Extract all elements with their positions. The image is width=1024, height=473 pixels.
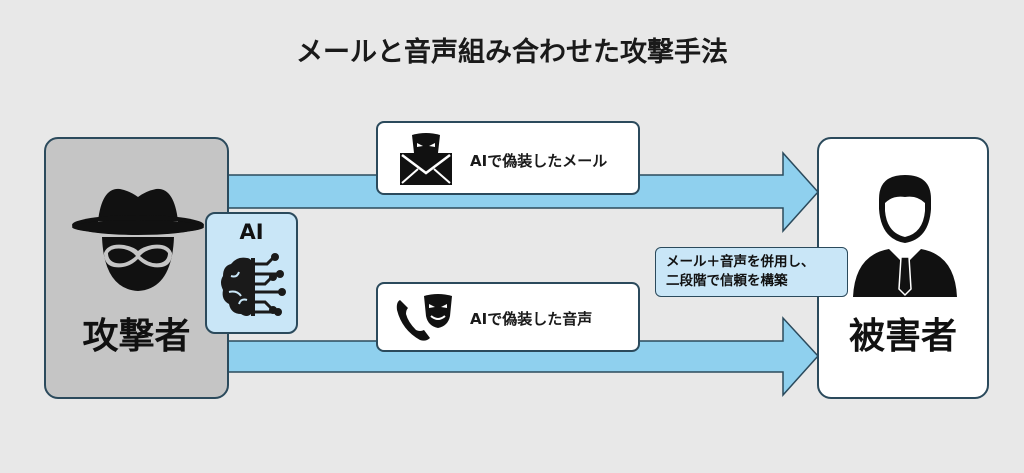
callout-line-2: 二段階で信頼を構築 [666, 273, 788, 289]
diagram-title: メールと音声組み合わせた攻撃手法 [296, 37, 728, 68]
email-message-box: AIで偽装したメール [376, 121, 640, 195]
callout-line-1: メール＋音声を併用し、 [666, 254, 815, 270]
voice-flow-arrow [227, 316, 820, 397]
phone-mask-icon [396, 294, 452, 341]
attacker-label: 攻撃者 [82, 316, 191, 357]
voice-message-label: AIで偽装した音声 [470, 310, 593, 328]
brain-circuit-icon [221, 253, 286, 316]
attacker-box: 攻撃者 [44, 137, 229, 399]
email-message-label: AIで偽装したメール [470, 152, 608, 170]
ai-box: AI [205, 212, 298, 334]
ai-label: AI [239, 220, 264, 244]
envelope-mask-icon [400, 133, 452, 185]
strategy-callout: メール＋音声を併用し、 二段階で信頼を構築 [655, 247, 848, 297]
voice-message-box: AIで偽装した音声 [376, 282, 640, 352]
businessman-icon [853, 175, 957, 297]
victim-label: 被害者 [848, 316, 957, 357]
hacker-hat-mask-icon [72, 188, 204, 291]
